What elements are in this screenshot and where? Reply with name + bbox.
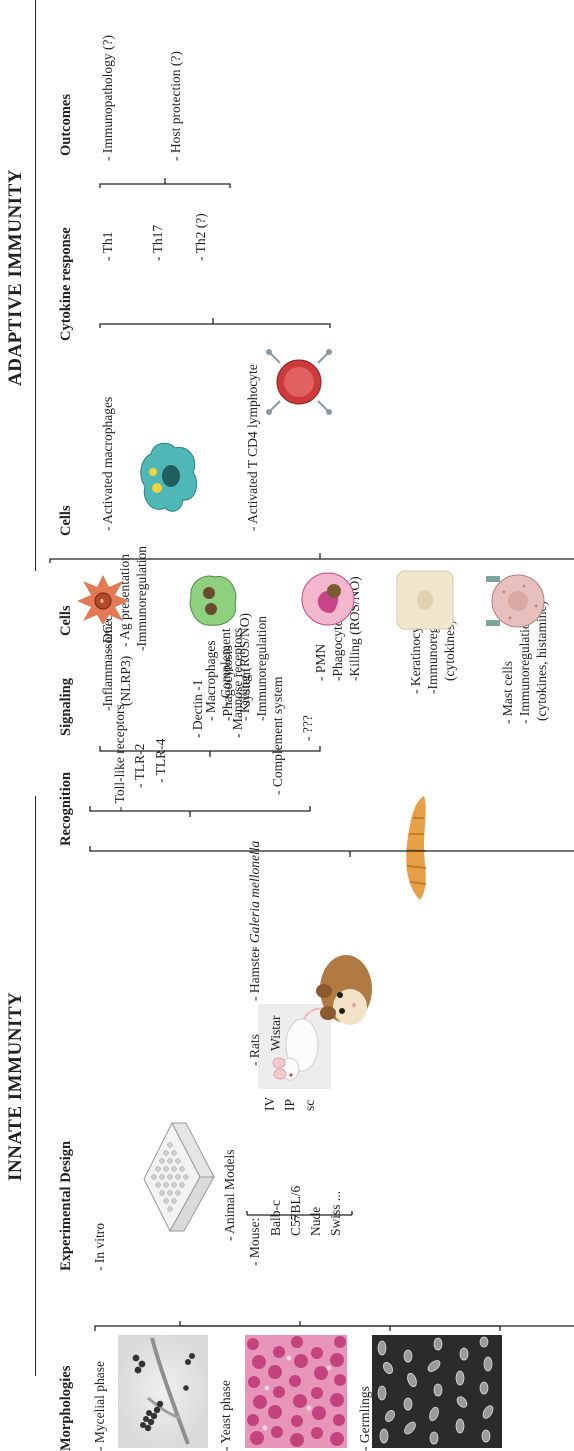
t-cd4-lymphocyte-icon — [260, 343, 338, 421]
macrophage-icon — [185, 571, 241, 631]
bracket-animal-models — [247, 1211, 352, 1221]
svg-text:*: * — [99, 599, 110, 604]
pmn-icon — [300, 571, 356, 627]
bracket-recognition — [90, 846, 574, 857]
bracket-design — [180, 1321, 574, 1331]
bracket-signaling-top — [90, 806, 310, 817]
bracket-signaling-cells — [100, 746, 320, 757]
keratinocyte-icon — [395, 569, 455, 631]
bracket-cytokine-outcome — [100, 178, 230, 188]
bracket-adaptive-cytokine — [100, 318, 330, 328]
mast-cell-icon — [480, 566, 550, 636]
dc-cell-icon: * — [75, 571, 131, 631]
bracket-innate-adaptive — [50, 553, 574, 563]
activated-macrophage-icon — [135, 438, 203, 516]
